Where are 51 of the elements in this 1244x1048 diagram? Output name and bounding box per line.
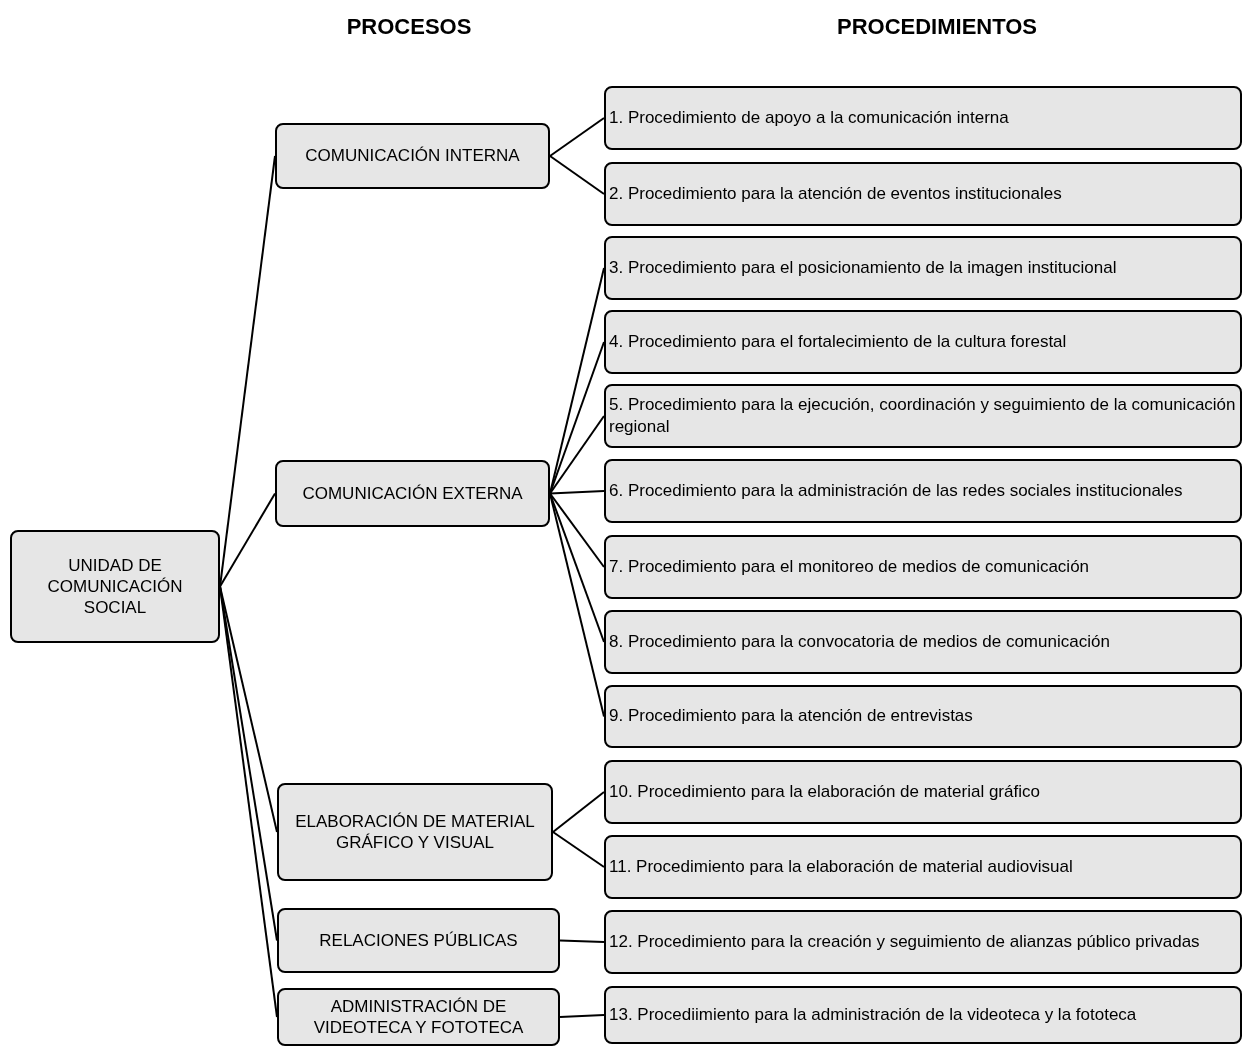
connector-line: [549, 155, 605, 195]
procedure-box: [604, 610, 1242, 674]
procedure-box: [604, 384, 1242, 448]
node-text: RELACIONES PÚBLICAS: [319, 929, 518, 952]
procedure-box: [604, 86, 1242, 150]
node-text: 10. Procedimiento para la elaboración de material gráfico: [609, 780, 1040, 803]
procedure-box: [604, 310, 1242, 374]
column-heading: PROCEDIMIENTOS: [836, 14, 1038, 40]
process-box: [275, 460, 550, 527]
connector-line: [552, 831, 605, 868]
node-text: 11. Procedimiento para la elaboración de material audiovisual: [609, 855, 1073, 878]
procedure-box: [604, 910, 1242, 974]
node-text: 9. Procedimiento para la atención de entrevistas: [609, 705, 973, 728]
node-text: 6. Procedimiento para la administración de las redes sociales institucionales: [609, 479, 1183, 502]
process-box: [277, 908, 560, 973]
node-text: 2. Procedimiento para la atención de eventos institucionales: [609, 182, 1062, 205]
node-text: 8. Procedimiento para la convocatoria de medios de comunicación: [609, 630, 1110, 653]
column-heading: PROCESOS: [346, 14, 472, 40]
procedure-box: [604, 236, 1242, 300]
node-text: 3. Procedimiento para el posicionamiento de la imagen institucional: [609, 256, 1117, 279]
connector-line: [219, 585, 278, 1018]
node-text: 5. Procedimiento para la ejecución, coordinación y seguimiento de la comunicación regional: [609, 393, 1237, 438]
connector-line: [559, 939, 605, 943]
node-text: 4. Procedimiento para el fortalecimiento de la cultura forestal: [609, 330, 1067, 353]
connector-line: [549, 117, 605, 157]
node-text: ELABORACIÓN DE MATERIAL GRÁFICO Y VISUAL: [294, 810, 536, 854]
connector-line: [559, 1014, 605, 1018]
node-text: ADMINISTRACIÓN DE VIDEOTECA Y FOTOTECA: [312, 995, 525, 1039]
procedure-box: [604, 685, 1242, 748]
node-text: 1. Procedimiento de apoyo a la comunicación interna: [609, 106, 1009, 129]
procedure-box: [604, 760, 1242, 824]
node-text: COMUNICACIÓN INTERNA: [305, 145, 520, 167]
procedure-box: [604, 459, 1242, 523]
unit-box: [10, 530, 220, 643]
connector-line: [549, 492, 605, 568]
connector-line: [552, 791, 605, 833]
node-text: 7. Procedimiento para el monitoreo de medios de comunicación: [609, 555, 1090, 578]
procedure-box: [604, 986, 1242, 1044]
procedure-box: [604, 162, 1242, 226]
connector-line: [219, 492, 276, 588]
connector-line: [549, 415, 605, 495]
node-text: UNIDAD DE COMUNICACIÓN SOCIAL: [46, 554, 184, 619]
process-box: [275, 123, 550, 189]
node-text: 12. Procedimiento para la creación y seguimiento de alianzas público privadas: [609, 930, 1200, 953]
procedure-box: [604, 835, 1242, 899]
node-text: 13. Procediimiento para la administración de la videoteca y la fototeca: [609, 1003, 1137, 1026]
connector-line: [549, 490, 605, 495]
process-box: [277, 988, 560, 1046]
node-text: COMUNICACIÓN EXTERNA: [302, 482, 523, 505]
process-box: [277, 783, 553, 881]
procedure-box: [604, 535, 1242, 599]
